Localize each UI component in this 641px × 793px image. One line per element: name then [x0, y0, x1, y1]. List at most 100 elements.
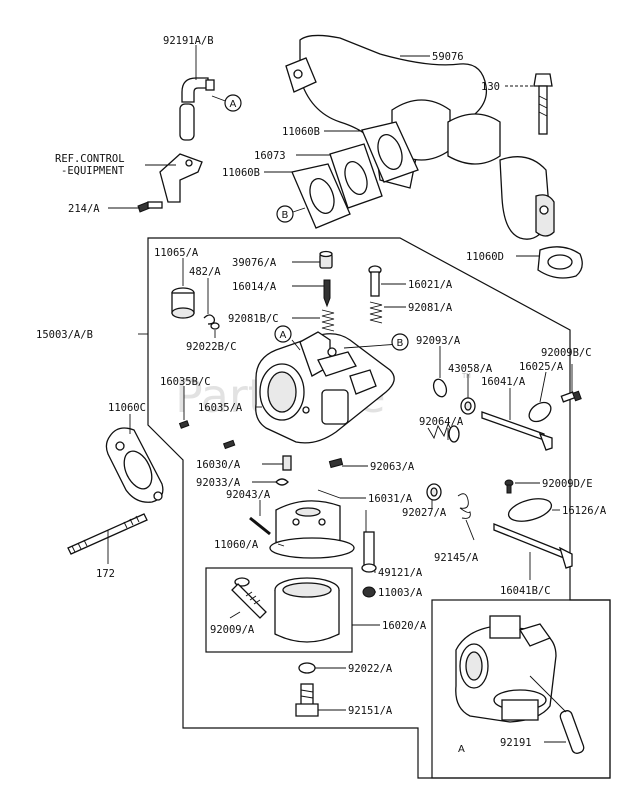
label-16020a: 16020/A: [382, 620, 427, 632]
spring-92081bc-part: [321, 309, 335, 332]
bolt-92009a-part: [231, 577, 267, 619]
label-16073: 16073: [254, 150, 286, 162]
pin-92043a-part: [249, 516, 271, 536]
label-11060c: 11060C: [108, 402, 146, 414]
label-482a: 482/A: [189, 266, 221, 278]
washer-92022a-part: [298, 662, 316, 674]
svg-text:A: A: [280, 330, 287, 341]
plug-11065a-part: [171, 287, 195, 319]
label-16035bc: 16035B/C: [160, 376, 211, 388]
screw-16035a-part: [222, 439, 236, 450]
label-92022bc: 92022B/C: [186, 341, 237, 353]
screw-92009bc-part: [560, 390, 582, 403]
label-92009de: 92009D/E: [542, 478, 593, 490]
gasket-11060d-part: [537, 246, 583, 279]
label-49121a: 49121/A: [378, 567, 423, 579]
bowl-detail-frame: [205, 567, 353, 653]
label-92151a: 92151/A: [348, 705, 393, 717]
label-ref-control: REF.CONTROL: [55, 153, 125, 165]
screw-92063a-part: [328, 457, 344, 469]
float-bowl-16020a-part: [274, 577, 340, 643]
label-92063a: 92063/A: [370, 461, 415, 473]
throttle-plate-16126a-part: [507, 498, 553, 522]
label-92043a: 92043/A: [226, 489, 271, 501]
callout-a-upper: A: [224, 94, 242, 112]
label-16041bc: 16041B/C: [500, 585, 551, 597]
idle-screw-92064a-part: [427, 422, 460, 443]
screw-16021a-part: [368, 265, 382, 297]
gasket-11060b-upper-part: [361, 121, 419, 183]
label-92009bc: 92009B/C: [541, 347, 592, 359]
label-214a: 214/A: [68, 203, 100, 215]
label-15003ab: 15003/A/B: [36, 329, 93, 341]
throttle-shaft-16041bc-part: [493, 523, 573, 569]
main-jet-49121a-part: [361, 531, 377, 573]
washer-92022bc-part: [210, 322, 220, 330]
label-16035a: 16035/A: [198, 402, 243, 414]
label-92064a: 92064/A: [419, 416, 464, 428]
cap-39076a-part: [319, 250, 333, 269]
label-92191: 92191: [500, 737, 532, 749]
control-bracket-part: [137, 153, 203, 213]
label-11003a: 11003/A: [378, 587, 423, 599]
screw-92009de-part: [504, 479, 514, 494]
jet-16030a-part: [282, 455, 292, 471]
label-16041a: 16041/A: [481, 376, 526, 388]
callout-a-lower: A: [274, 325, 292, 343]
svg-text:A: A: [230, 99, 237, 110]
label-92022a: 92022/A: [348, 663, 393, 675]
bolt-92151a-part: [295, 683, 319, 717]
label-92009a: 92009/A: [210, 624, 255, 636]
label-92027a: 92027/A: [402, 507, 447, 519]
choke-shaft-16041a-part: [481, 411, 553, 451]
label-39076a: 39076/A: [232, 257, 277, 269]
label-16030a: 16030/A: [196, 459, 241, 471]
label-11060b-upper: 11060B: [282, 126, 320, 138]
label-16025a: 16025/A: [519, 361, 564, 373]
label-11065a: 11065/A: [154, 247, 199, 259]
screw-16035bc-part: [178, 420, 190, 429]
choke-plate-16025a-part: [528, 401, 552, 423]
gasket-11003a-part: [362, 586, 376, 598]
label-92081bc: 92081B/C: [228, 313, 279, 325]
label-92191ab: 92191A/B: [163, 35, 214, 47]
inset-hose-92191-part: [529, 675, 585, 754]
callout-b-lower: B: [391, 333, 409, 351]
label-43058a: 43058/A: [448, 363, 493, 375]
gasket-11060b-lower-part: [291, 163, 351, 229]
svg-text:B: B: [397, 338, 404, 349]
intake-manifold-part: [285, 34, 555, 240]
label-16031a: 16031/A: [368, 493, 413, 505]
spacer-16073-part: [329, 143, 383, 209]
label-92093a: 92093/A: [416, 335, 461, 347]
inset-carburetor-part: [455, 615, 557, 723]
label-172: 172: [96, 568, 115, 580]
spring-92145a-part: [457, 493, 471, 519]
clip-482a-part: [203, 314, 216, 325]
stud-172-part: [67, 513, 148, 555]
seal-43058a-part: [460, 397, 476, 415]
label-59076: 59076: [432, 51, 464, 63]
label-16126a: 16126/A: [562, 505, 607, 517]
hose-elbow-part: [179, 77, 215, 141]
label-130: 130: [481, 81, 500, 93]
label-92033a: 92033/A: [196, 477, 241, 489]
spring-92081a-part: [369, 301, 383, 324]
label-11060d: 11060D: [466, 251, 504, 263]
bolt-130-part: [533, 73, 553, 135]
oring-92093a-part: [432, 378, 448, 398]
gasket-11060c-part: [105, 427, 164, 503]
ring-92033a-part: [275, 478, 289, 486]
gasket-11060a-part: [269, 537, 355, 559]
label-ref-equipment: -EQUIPMENT: [61, 165, 125, 177]
label-16021a: 16021/A: [408, 279, 453, 291]
inset-letter: A: [458, 744, 465, 755]
svg-text:B: B: [282, 210, 289, 221]
bushing-92027a-part: [426, 483, 442, 501]
callout-b-upper: B: [276, 205, 294, 223]
label-11060b-lower: 11060B: [222, 167, 260, 179]
carburetor-body-part: [255, 331, 395, 444]
label-92081a: 92081/A: [408, 302, 453, 314]
label-11060a: 11060/A: [214, 539, 259, 551]
